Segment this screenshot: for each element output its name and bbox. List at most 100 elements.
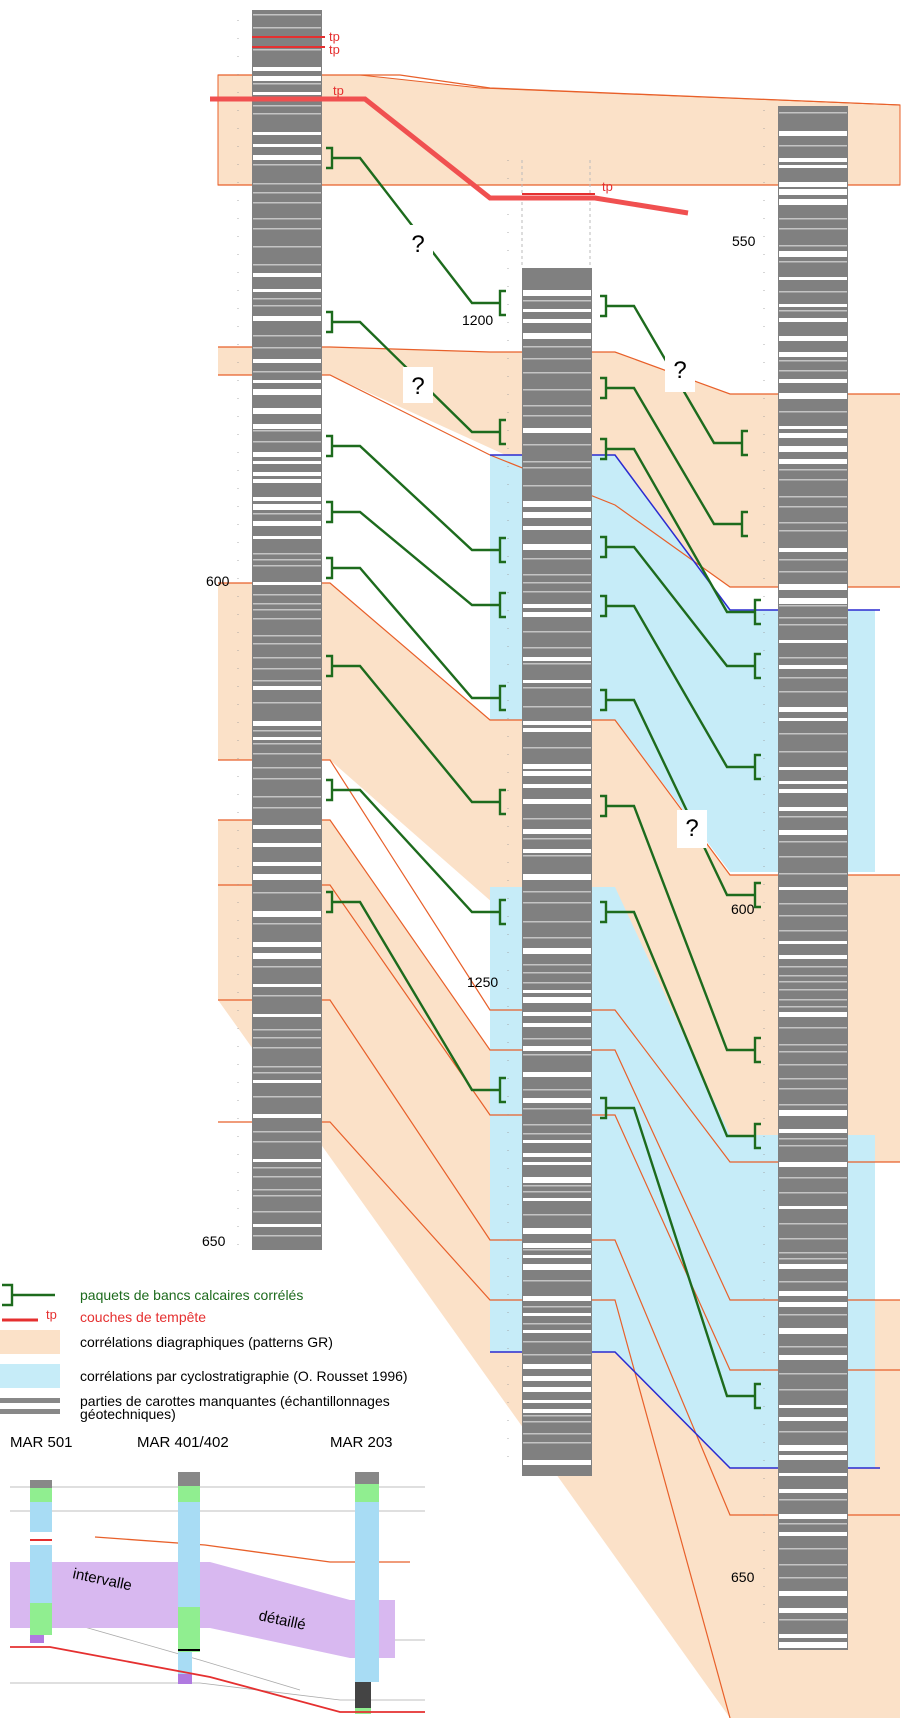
core-bed (779, 1346, 847, 1348)
core-bed (779, 1206, 847, 1209)
inset-core-mar203 (355, 1472, 379, 1714)
core-bed (523, 612, 591, 617)
core-bed (253, 643, 321, 645)
packet-bracket (498, 591, 506, 619)
core-bed (779, 1328, 847, 1334)
core-bed (253, 298, 321, 300)
core-bed (779, 856, 847, 858)
core-bed (523, 1046, 591, 1051)
core-bed (253, 862, 321, 866)
core-bed (779, 1252, 847, 1254)
core-bed (779, 1523, 847, 1525)
core-bed (523, 849, 591, 853)
detailed-interval (10, 1562, 395, 1658)
question-mark: ? (665, 350, 695, 392)
core-bed (523, 784, 591, 788)
core-bed (253, 874, 321, 880)
core-bed (779, 1499, 847, 1501)
core-bed (779, 816, 847, 818)
core-bed (779, 1192, 847, 1194)
core-bed (253, 730, 321, 732)
core-bed (523, 346, 591, 348)
core-bed (779, 1177, 847, 1179)
core-bed (523, 1012, 591, 1016)
core-bed (779, 360, 847, 362)
legend-label: géotechniques) (80, 1406, 176, 1422)
core-bed (779, 1455, 847, 1460)
core-bed (253, 408, 321, 414)
core-bed (523, 1098, 591, 1103)
core-bed (253, 559, 321, 561)
packet-bracket (326, 500, 334, 524)
depth-label: 1200 (462, 312, 493, 328)
core-bed (253, 289, 321, 292)
core-bed (523, 1089, 591, 1091)
core-bed (253, 479, 321, 483)
core-bed (779, 1264, 847, 1269)
correlation-connector (606, 386, 742, 526)
core-bed (253, 192, 321, 194)
depth-label: 650 (202, 1233, 226, 1249)
core-bed (779, 182, 847, 187)
core-bed (523, 1330, 591, 1333)
core-bed (779, 1281, 847, 1283)
core-bed (253, 807, 321, 809)
core-bed (253, 1176, 321, 1178)
core-bed (523, 1400, 591, 1403)
core-bed (779, 393, 847, 399)
core-bed (253, 1014, 321, 1017)
legend: paquets de bancs calcaires corrélés tp c… (0, 1283, 408, 1422)
core-bed (523, 838, 591, 840)
core-bed (779, 1145, 847, 1147)
core-bed (779, 291, 847, 293)
core-bed (523, 1153, 591, 1157)
core-bed (779, 1473, 847, 1476)
core-bed (253, 603, 321, 605)
core-bed (779, 617, 847, 619)
core-bed (779, 624, 847, 626)
core-bed (523, 1191, 591, 1193)
core-bed (253, 359, 321, 363)
core-bed (779, 718, 847, 721)
core-bed (253, 1080, 321, 1083)
depth-label: 650 (731, 1569, 755, 1585)
core-bed (253, 1235, 321, 1237)
core-bed (253, 984, 321, 987)
core-bed (253, 14, 321, 16)
correlation-connector (332, 566, 500, 700)
packet-bracket (600, 794, 608, 818)
core-bed (523, 1433, 591, 1435)
core-bed (779, 228, 847, 230)
legend-symbol: tp (46, 1307, 57, 1322)
inset-storm-line (10, 1646, 425, 1713)
core-bed (523, 855, 591, 857)
packet-bracket (326, 556, 334, 580)
question-mark: ? (677, 810, 707, 848)
core-beds (523, 290, 591, 1465)
inset-overview: MAR 501 MAR 401/402 MAR 203 intervalle d… (10, 1434, 425, 1714)
core-bed (779, 677, 847, 679)
core-mar501 (252, 10, 322, 1250)
correlation-connector (332, 664, 500, 804)
core-bed (779, 1104, 847, 1106)
core-bed (253, 335, 321, 337)
core-bed (253, 1189, 321, 1191)
depth-label: 600 (206, 573, 230, 589)
core-bed (779, 1078, 847, 1080)
core-bed (523, 1364, 591, 1369)
core-bed (523, 1228, 591, 1234)
core-bed (253, 609, 321, 611)
core-bed (779, 941, 847, 944)
core-bed (253, 1037, 321, 1039)
packet-bracket (753, 598, 761, 626)
core-bed (523, 1415, 591, 1417)
core-bed (253, 953, 321, 959)
core-bed (779, 1548, 847, 1550)
core-bed (253, 594, 321, 596)
core-bed (523, 1387, 591, 1392)
packet-bracket (753, 881, 761, 909)
core-beds (253, 14, 321, 1237)
core-bed (779, 841, 847, 843)
core-bed (779, 873, 847, 875)
core-bed (253, 305, 321, 307)
